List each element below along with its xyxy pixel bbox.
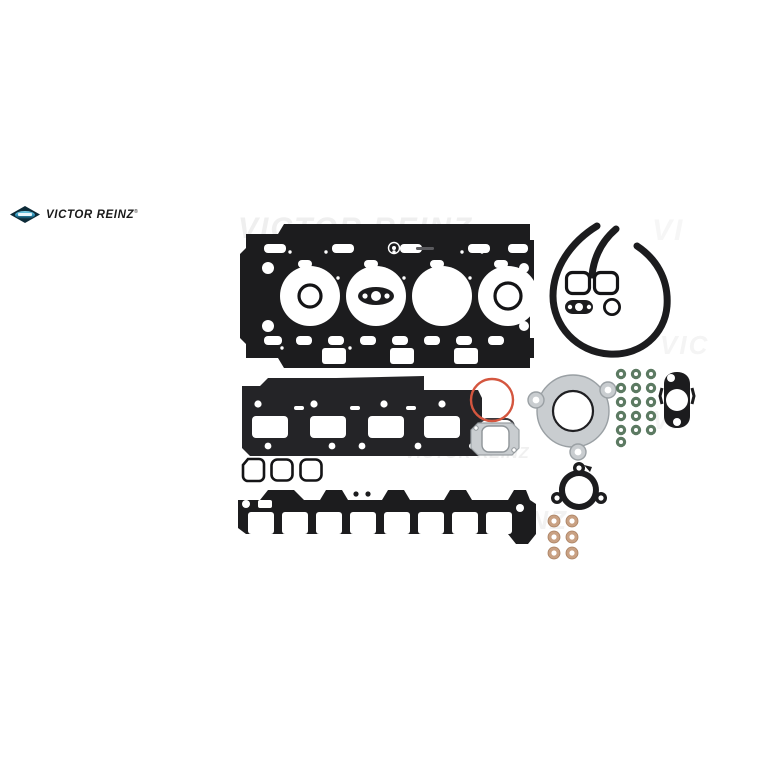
rounded-square-gasket-2: [268, 456, 296, 484]
brand-name: VICTOR REINZ®: [46, 208, 139, 221]
victor-reinz-diamond-logo: [10, 206, 40, 223]
rounded-square-gasket-1: [239, 456, 267, 484]
small-ring-gasket: [602, 297, 622, 317]
turbo-round-gasket: [527, 364, 618, 461]
square-port-gasket-right: [592, 270, 620, 296]
thermostat-flange-gasket: [468, 420, 522, 458]
rubber-cord-seal: [545, 220, 677, 360]
intake-manifold-gasket: [234, 482, 540, 556]
rubber-cord-seal-branch: [586, 225, 636, 279]
trademark-symbol: ®: [134, 208, 139, 215]
egr-flange-gasket: [658, 370, 696, 430]
cylinder-head-gasket: [238, 218, 540, 374]
square-port-gasket-left: [564, 270, 592, 296]
oil-feed-gasket: [562, 297, 596, 317]
turbo-three-bolt-gasket: [550, 462, 608, 516]
copper-washer-set: [546, 514, 582, 562]
brand-logo: VICTOR REINZ®: [10, 206, 138, 223]
valve-stem-seal-set: [614, 368, 660, 448]
rounded-square-gasket-3: [297, 456, 325, 484]
o-ring-red: [468, 376, 516, 424]
